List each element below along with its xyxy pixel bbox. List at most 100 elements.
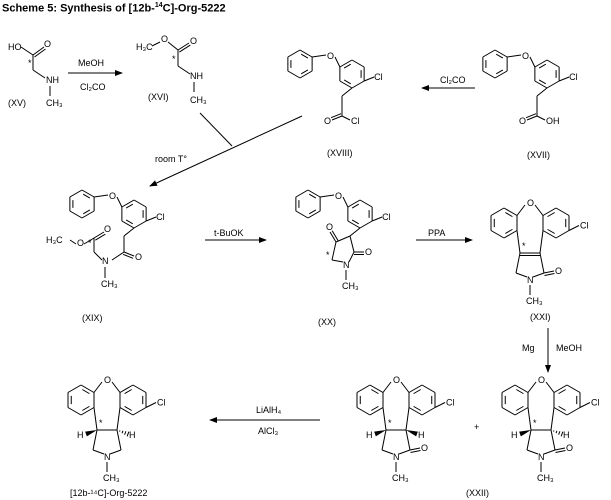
isotope-label-star: *	[99, 418, 103, 428]
carbonyl-oxygen: O	[365, 247, 372, 257]
ring-bond	[542, 230, 557, 239]
bond	[381, 429, 387, 451]
bond	[311, 54, 327, 58]
ring-bond	[494, 49, 508, 58]
hash-bond	[121, 430, 124, 434]
ring-bond	[69, 210, 83, 219]
hash-bond	[124, 431, 127, 435]
bond	[363, 76, 375, 82]
reagent-meoh: MeOH	[556, 343, 582, 353]
bond	[550, 407, 555, 431]
oxygen-atom: O	[335, 191, 342, 201]
methyl-group: CH₃	[392, 473, 409, 483]
bond	[545, 381, 555, 393]
bond	[349, 235, 355, 253]
ring-bond	[514, 384, 529, 393]
bond	[382, 381, 392, 393]
ring-bond	[121, 220, 135, 229]
ring-bond	[295, 189, 309, 198]
bond	[111, 251, 125, 261]
double-bond	[525, 113, 537, 119]
ring-bond	[421, 384, 436, 393]
isotope-label-star: *	[326, 250, 330, 260]
ring-bond	[80, 384, 95, 393]
oxygen-atom: O	[393, 375, 400, 385]
oxygen-atom: O	[527, 198, 534, 208]
ring-bond	[494, 70, 508, 79]
bond	[398, 449, 411, 455]
double-bond	[331, 230, 339, 241]
ring-bond	[67, 407, 82, 416]
ring-bond	[132, 384, 147, 393]
bond	[93, 194, 109, 198]
bond	[20, 46, 34, 56]
nitrogen-atom: N	[393, 452, 400, 462]
compound-label-xix: (XIX)	[82, 313, 103, 323]
ring-double-bond	[495, 53, 504, 59]
bond	[342, 196, 349, 208]
ring-double-bond	[547, 212, 555, 218]
bond	[506, 54, 522, 58]
wedge-bond	[519, 430, 531, 437]
hydroxyl: OH	[546, 116, 560, 126]
chlorine-atom: Cl	[156, 212, 165, 222]
reagent-room-temperature: room T°	[155, 154, 187, 164]
carbonyl-bond	[410, 449, 421, 453]
bond	[539, 230, 544, 254]
bond	[400, 381, 410, 393]
ring-double-bond	[82, 389, 90, 395]
ring-bond	[490, 207, 505, 216]
isotope-label-star: *	[388, 418, 392, 428]
chlorine-atom: Cl	[351, 116, 360, 126]
ring-bond	[542, 207, 557, 216]
ring-bond	[132, 407, 147, 416]
double-bond	[34, 48, 46, 58]
bond	[515, 252, 521, 274]
ring-bond	[566, 407, 581, 416]
bond	[579, 402, 591, 408]
hydrogen-atom: H	[77, 430, 84, 440]
bond	[177, 65, 191, 75]
ring-bond	[546, 80, 560, 89]
isotope-label-star: *	[172, 54, 176, 64]
reagent-ppa: PPA	[428, 228, 445, 238]
ring-bond	[534, 80, 548, 89]
ring-double-bond	[82, 405, 90, 411]
nitrogen-atom: N	[538, 452, 545, 462]
bond	[93, 251, 103, 261]
carbonyl-bond	[555, 449, 566, 453]
ring-double-bond	[505, 228, 513, 234]
bond	[515, 272, 528, 278]
ring-bond	[501, 407, 516, 416]
ring-double-bond	[343, 63, 352, 69]
bond	[167, 41, 179, 51]
isotope-label-star: *	[28, 58, 32, 68]
ring-bond	[359, 220, 373, 229]
ring-bond	[347, 220, 361, 229]
ring-bond	[80, 407, 95, 416]
ring-bond	[369, 384, 384, 393]
bond	[331, 259, 344, 263]
isotope-label-star: *	[522, 241, 526, 251]
bond	[405, 429, 411, 451]
oxygen-atom: O	[522, 51, 529, 61]
hash-bond	[555, 430, 558, 434]
carbonyl-oxygen: O	[566, 443, 573, 453]
ring-bond	[339, 80, 353, 89]
nitrogen-atom: N	[102, 256, 109, 266]
oxygen-atom: O	[109, 191, 116, 201]
bond	[145, 402, 157, 408]
bond	[382, 407, 387, 431]
double-bond	[329, 231, 337, 243]
carbonyl-oxygen: O	[190, 36, 197, 46]
methyl-group: CH₃	[103, 473, 120, 483]
bond	[83, 237, 95, 245]
carbonyl-bond	[544, 272, 555, 276]
ring-double-bond	[82, 193, 91, 199]
ring-double-bond	[516, 405, 524, 411]
ring-bond	[503, 207, 518, 216]
double-bond	[177, 42, 190, 51]
bond	[527, 381, 537, 393]
bond	[550, 429, 556, 451]
ring-bond	[534, 59, 548, 68]
